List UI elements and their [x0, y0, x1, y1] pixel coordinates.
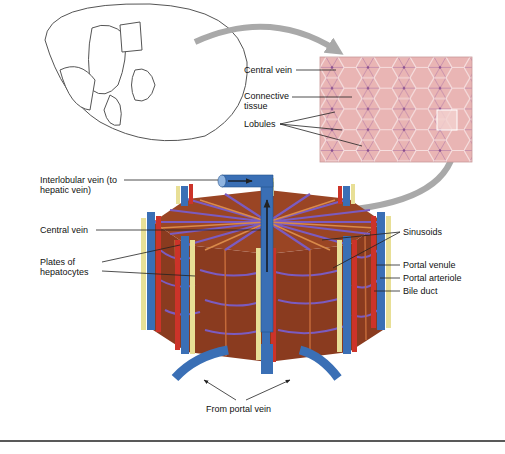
lobule-grid: [320, 57, 472, 162]
part-label: From portal vein: [206, 404, 306, 414]
frame-line: [0, 440, 505, 442]
part-label: Portal venule: [403, 260, 493, 270]
leader-lines: [96, 70, 400, 400]
zoom-square: [437, 110, 457, 130]
part-label: Interlobular vein (to hepatic vein): [40, 175, 120, 196]
liver-outline: [45, 4, 247, 141]
part-label: Central vein: [40, 225, 110, 235]
part-label: Connective tissue: [244, 91, 294, 112]
part-label: Sinusoids: [403, 227, 483, 237]
part-label: Plates of hepatocytes: [40, 257, 106, 278]
part-label: Central vein: [244, 65, 304, 75]
lobule-3d: [141, 175, 391, 378]
part-label: Bile duct: [403, 286, 483, 296]
part-label: Portal arteriole: [403, 273, 498, 283]
part-label: Lobules: [244, 119, 304, 129]
zoom-arrow: [195, 27, 336, 50]
